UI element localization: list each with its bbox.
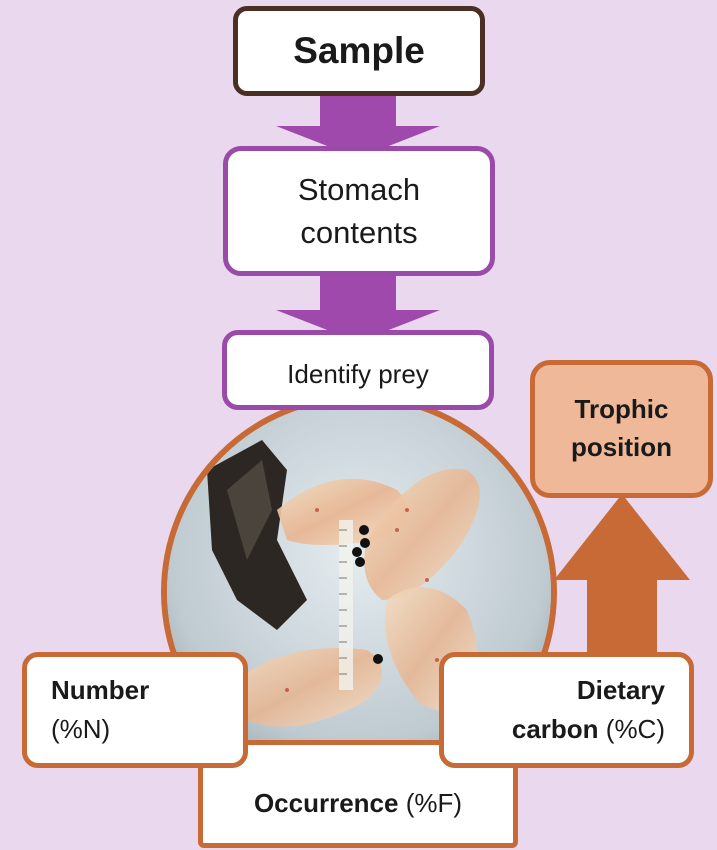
dietary-unit: (%C) bbox=[606, 714, 665, 744]
trophic-label-line1: Trophic bbox=[575, 391, 669, 429]
stomach-label-line2: contents bbox=[300, 211, 417, 254]
trophic-position-node: Trophic position bbox=[530, 360, 713, 498]
sample-node: Sample bbox=[233, 6, 485, 96]
number-node: Number (%N) bbox=[22, 652, 248, 768]
arrow-to-trophic bbox=[554, 494, 690, 664]
dietary-carbon-node: Dietary carbon (%C) bbox=[439, 652, 694, 768]
number-unit: (%N) bbox=[51, 710, 149, 749]
trophic-label-line2: position bbox=[571, 429, 672, 467]
identify-prey-node: Identify prey bbox=[222, 330, 494, 410]
identify-prey-label: Identify prey bbox=[287, 359, 429, 390]
sample-label: Sample bbox=[293, 30, 425, 72]
stomach-contents-node: Stomach contents bbox=[223, 146, 495, 276]
occurrence-unit: (%F) bbox=[406, 788, 462, 818]
stomach-label-line1: Stomach bbox=[298, 168, 420, 211]
occurrence-label: Occurrence bbox=[254, 788, 399, 818]
dietary-label-line2: carbon bbox=[512, 714, 599, 744]
dietary-label-line1: Dietary bbox=[512, 671, 665, 710]
number-label: Number bbox=[51, 671, 149, 710]
